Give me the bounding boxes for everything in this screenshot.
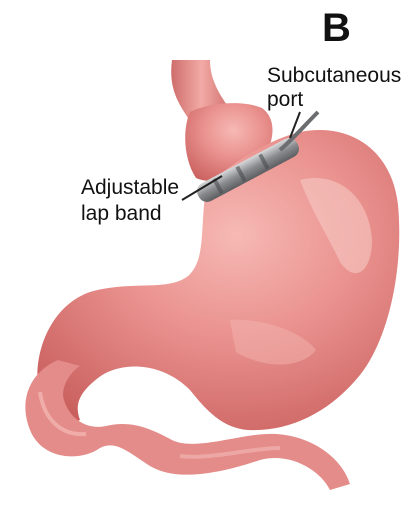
port-label-line-2: port [267, 88, 303, 112]
band-label-line-1: Adjustable [81, 176, 179, 200]
band-label-line-2: lap band [81, 202, 162, 226]
port-label-line-1: Subcutaneous [267, 64, 401, 88]
panel-letter: B [322, 6, 351, 51]
